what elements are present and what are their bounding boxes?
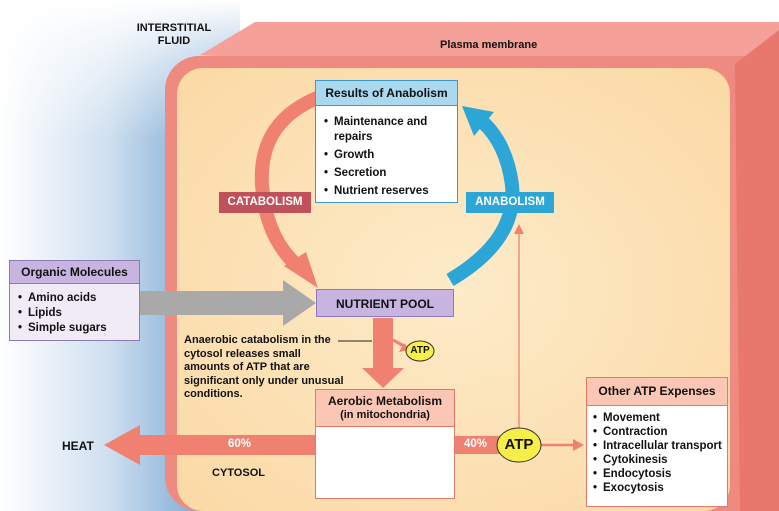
atp-arrow-shaft — [455, 436, 501, 454]
anabolism-label: ANABOLISM — [466, 192, 554, 213]
results-of-anabolism-box: Results of Anabolism Maintenance and rep… — [315, 80, 458, 203]
list-item: Cytokinesis — [593, 453, 727, 467]
list-item: Amino acids — [18, 291, 139, 306]
list-item: Secretion — [324, 166, 457, 181]
cytosol-label: CYTOSOL — [212, 467, 265, 479]
list-item: Endocytosis — [593, 467, 727, 481]
catabolism-arrowhead — [284, 252, 318, 288]
organic-molecules-list: Amino acids Lipids Simple sugars — [10, 284, 139, 336]
other-atp-expenses-box: Other ATP Expenses Movement Contraction … — [586, 377, 728, 507]
catabolism-label: CATABOLISM — [219, 192, 311, 213]
heat-percent-label: 60% — [228, 438, 252, 450]
anabolism-arrowhead — [462, 106, 494, 136]
pool-to-aerobic-arrowhead — [362, 368, 404, 388]
interstitial-fluid-label: INTERSTITIAL FLUID — [136, 22, 212, 47]
results-of-anabolism-title: Results of Anabolism — [316, 81, 457, 106]
other-atp-expenses-title: Other ATP Expenses — [587, 378, 727, 406]
aerobic-metabolism-title: Aerobic Metabolism — [327, 394, 443, 408]
catabolism-arc — [254, 89, 325, 274]
list-item: Intracellular transport — [593, 439, 727, 453]
heat-label: HEAT — [62, 439, 94, 453]
plasma-membrane-label: Plasma membrane — [440, 39, 538, 51]
heat-arrowhead — [104, 425, 140, 465]
heat-arrow-shaft — [138, 435, 316, 455]
organic-molecules-title: Organic Molecules — [10, 261, 139, 284]
list-item: Nutrient reserves — [324, 184, 457, 199]
aerobic-metabolism-box: Aerobic Metabolism (in mitochondria) — [315, 389, 455, 499]
list-item: Lipids — [18, 306, 139, 321]
plasma-membrane-top — [200, 22, 779, 64]
pool-to-aerobic-shaft — [373, 318, 393, 370]
anaerobic-note: Anaerobic catabolism in the cytosol rele… — [184, 334, 344, 400]
list-item: Simple sugars — [18, 321, 139, 336]
nutrient-pool-box: NUTRIENT POOL — [316, 289, 454, 317]
results-of-anabolism-list: Maintenance and repairs Growth Secretion… — [316, 106, 457, 199]
atp-small-ellipse — [405, 340, 435, 362]
list-item: Maintenance and repairs — [324, 115, 457, 145]
other-atp-expenses-list: Movement Contraction Intracellular trans… — [587, 406, 727, 495]
list-item: Contraction — [593, 425, 727, 439]
list-item: Growth — [324, 148, 457, 163]
atp-large-ellipse — [496, 427, 542, 463]
aerobic-metabolism-header: Aerobic Metabolism (in mitochondria) — [316, 390, 454, 427]
atp-percent-label: 40% — [464, 438, 488, 450]
atp-large-label: ATP — [504, 436, 534, 453]
gray-arrowhead — [283, 280, 316, 326]
atp-small-label: ATP — [410, 345, 430, 356]
organic-molecules-box: Organic Molecules Amino acids Lipids Sim… — [9, 260, 140, 341]
aerobic-metabolism-subtitle: (in mitochondria) — [340, 409, 430, 421]
gray-arrow-shaft — [140, 291, 285, 315]
list-item: Exocytosis — [593, 481, 727, 495]
list-item: Movement — [593, 411, 727, 425]
anabolism-arc — [446, 112, 520, 287]
